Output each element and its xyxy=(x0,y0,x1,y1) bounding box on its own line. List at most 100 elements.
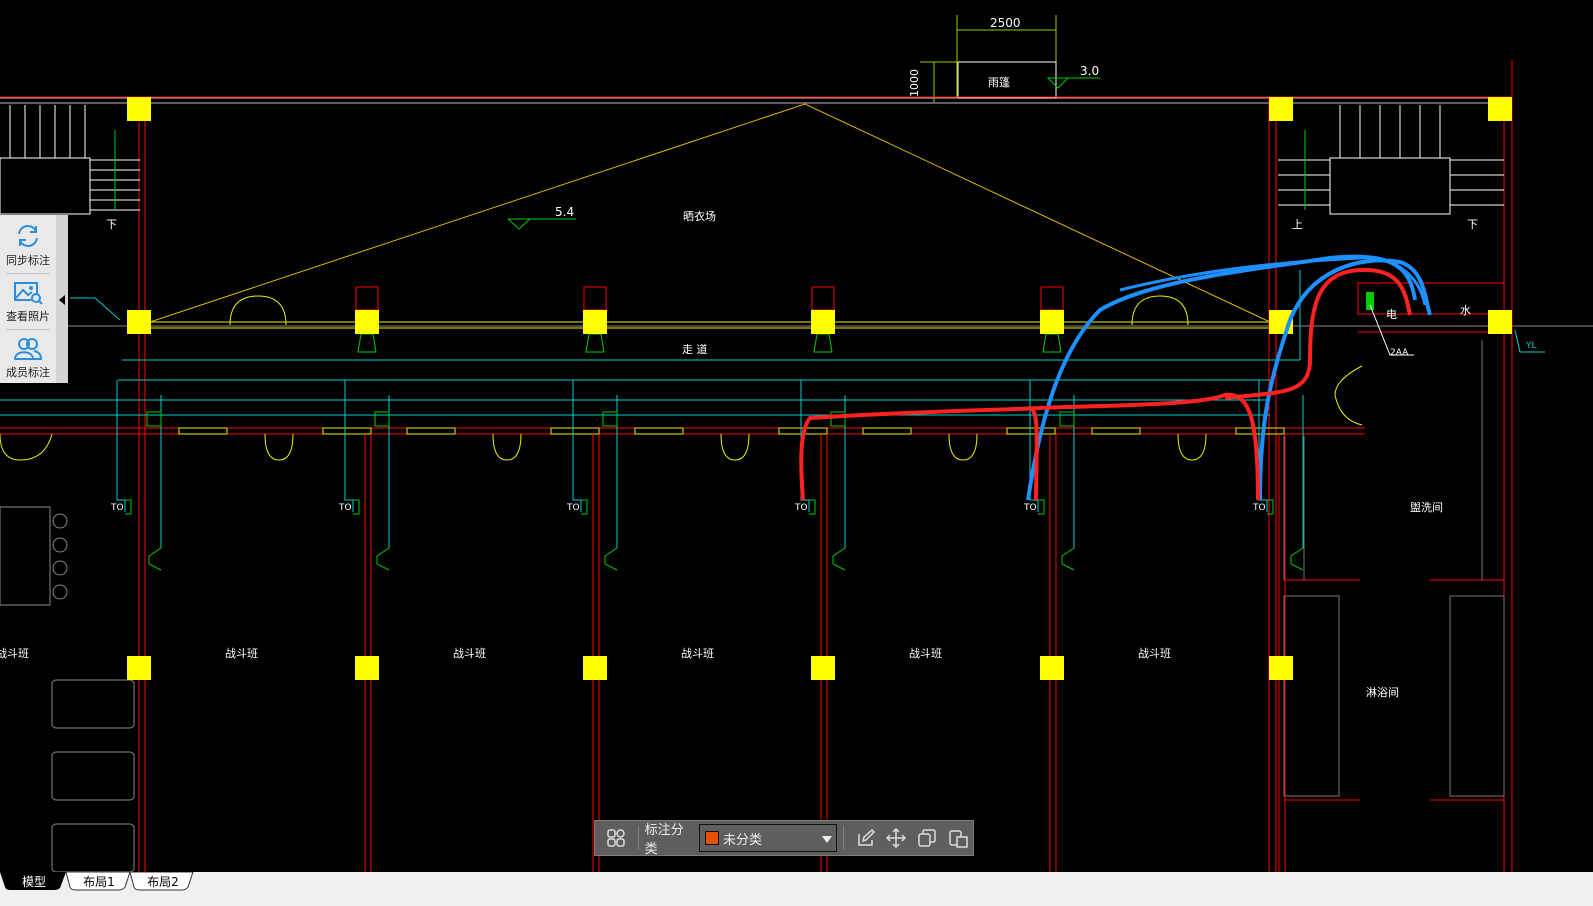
dimension-height: 1000 xyxy=(908,69,921,97)
copy-icon xyxy=(918,829,936,847)
distribution-panel-symbol xyxy=(1366,292,1374,310)
electric-room-label: 电 xyxy=(1386,308,1397,321)
tab-model[interactable]: 模型 xyxy=(21,874,46,889)
move-button[interactable] xyxy=(881,824,912,852)
tab-layout1[interactable]: 布局1 xyxy=(83,874,115,889)
stair-down-label: 下 xyxy=(1467,218,1478,231)
window xyxy=(634,427,684,435)
annotation-red-stroke[interactable] xyxy=(1028,406,1039,501)
window xyxy=(1006,427,1056,435)
outlet-symbol xyxy=(125,499,132,515)
room-label: 战斗班 xyxy=(453,647,486,660)
stair-down-label: 下 xyxy=(106,218,117,231)
copy-button[interactable] xyxy=(912,824,943,852)
outlet-symbol xyxy=(581,499,588,515)
window xyxy=(550,427,600,435)
outlet-symbol xyxy=(1267,499,1274,515)
structural-column xyxy=(1269,97,1293,121)
category-dropdown[interactable]: 未分类 xyxy=(699,824,838,852)
room-label: 战斗班 xyxy=(0,647,29,660)
pipe-drop xyxy=(572,380,582,512)
member-annotation-label: 成员标注 xyxy=(6,366,50,379)
annotation-blue-stroke[interactable] xyxy=(1258,258,1432,501)
door-frame xyxy=(811,286,835,311)
outlet-symbol xyxy=(809,499,816,515)
structural-column xyxy=(583,310,607,334)
pipe-drop xyxy=(116,380,126,512)
structural-column xyxy=(1488,310,1512,334)
riser-label: YL xyxy=(1525,341,1537,351)
fire-hydrant-symbol xyxy=(585,333,605,353)
door-swing xyxy=(948,433,978,461)
category-value: 未分类 xyxy=(723,832,763,848)
speaker-symbol xyxy=(376,395,390,571)
speaker-symbol xyxy=(604,395,618,571)
tab-shapes xyxy=(0,872,194,891)
category-color-swatch xyxy=(705,831,720,845)
left-toolbar: 同步标注 查看照片 成员标注 xyxy=(0,215,68,383)
annotation-red-stroke[interactable] xyxy=(799,392,1260,501)
elevation-roof: 5.4 xyxy=(555,205,574,219)
outlet-symbol xyxy=(1038,499,1045,515)
collapse-toolbar-arrow-icon[interactable] xyxy=(59,295,65,305)
fire-hydrant-symbol xyxy=(357,333,377,353)
photo-search-icon xyxy=(14,282,43,305)
valve-symbol xyxy=(146,411,162,427)
shower-room-label: 淋浴间 xyxy=(1366,686,1399,699)
annotation-blue-stroke[interactable] xyxy=(1119,256,1427,306)
window xyxy=(406,427,456,435)
annotation-toolbar: 标注分类 未分类 xyxy=(594,820,974,857)
annotation-blue-stroke[interactable] xyxy=(1026,254,1417,501)
right-stair xyxy=(1278,105,1504,215)
water-room-label: 水 xyxy=(1460,304,1471,317)
corridor-label: 走 道 xyxy=(682,342,708,356)
move-icon xyxy=(886,828,907,848)
window xyxy=(1235,427,1285,435)
drying-yard-label: 晒衣场 xyxy=(683,209,716,223)
layout-tabs: 模型 布局1 布局2 xyxy=(0,872,1593,906)
paste-icon xyxy=(948,830,968,848)
door-frame xyxy=(583,286,607,311)
door-swing xyxy=(1334,365,1363,426)
water-pipe xyxy=(0,270,1545,416)
door-swing xyxy=(264,433,294,461)
door-swing xyxy=(0,433,53,461)
roof-slope-line xyxy=(149,103,1271,323)
valve-symbol xyxy=(830,411,846,427)
category-label: 标注分类 xyxy=(644,823,684,857)
edit-button[interactable] xyxy=(850,824,881,852)
canopy-label: 雨篷 xyxy=(988,75,1010,89)
members-icon xyxy=(13,338,43,360)
outlet-label: TO xyxy=(566,503,580,513)
sync-annotation-button[interactable]: 同步标注 xyxy=(2,219,54,271)
divider xyxy=(843,826,845,850)
structural-column xyxy=(1269,656,1293,680)
washroom-label: 盥洗间 xyxy=(1410,501,1443,514)
structural-column xyxy=(1488,97,1512,121)
elevation-top: 3.0 xyxy=(1080,64,1099,78)
grid-apps-button[interactable] xyxy=(601,824,632,852)
dimension-width: 2500 xyxy=(990,16,1021,30)
paste-button[interactable] xyxy=(942,824,973,852)
stair-up-label: 上 xyxy=(1292,218,1303,231)
valve-symbol xyxy=(1059,411,1075,427)
outlet-label: TO xyxy=(1023,503,1037,513)
outlet-label: TO xyxy=(1252,503,1266,513)
annotation-red-stroke[interactable] xyxy=(1224,267,1412,400)
outlet-label: TO xyxy=(794,503,808,513)
view-photo-button[interactable]: 查看照片 xyxy=(2,275,54,327)
edit-icon xyxy=(857,828,875,846)
pipe-drop xyxy=(1258,380,1268,512)
panel-label: 2AA xyxy=(1390,348,1409,358)
window xyxy=(1091,427,1141,435)
structural-column xyxy=(127,310,151,334)
structural-column xyxy=(811,310,835,334)
chevron-down-icon xyxy=(822,836,833,843)
speaker-symbol xyxy=(1290,395,1304,571)
tab-layout2[interactable]: 布局2 xyxy=(147,874,179,889)
view-photo-label: 查看照片 xyxy=(6,310,50,323)
member-annotation-button[interactable]: 成员标注 xyxy=(2,331,54,383)
room-label: 战斗班 xyxy=(909,647,942,660)
